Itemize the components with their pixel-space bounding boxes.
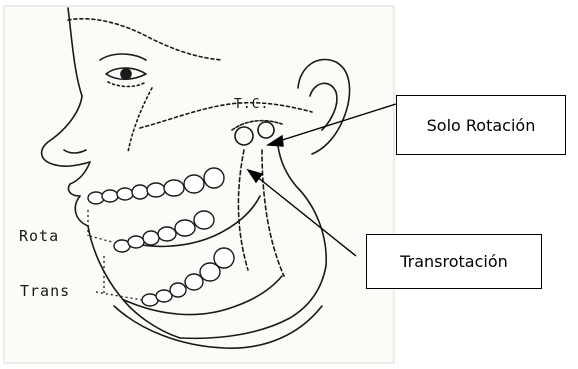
label-trans: Trans [20, 282, 70, 300]
iris [121, 69, 131, 79]
callout-solo-rotacion-text: Solo Rotación [427, 116, 536, 135]
callout-transrotacion: Transrotación [366, 234, 542, 289]
label-rota: Rota [19, 227, 59, 245]
label-tc: T.C. [234, 97, 269, 112]
callout-solo-rotacion: Solo Rotación [396, 95, 566, 155]
callout-transrotacion-text: Transrotación [400, 252, 508, 271]
